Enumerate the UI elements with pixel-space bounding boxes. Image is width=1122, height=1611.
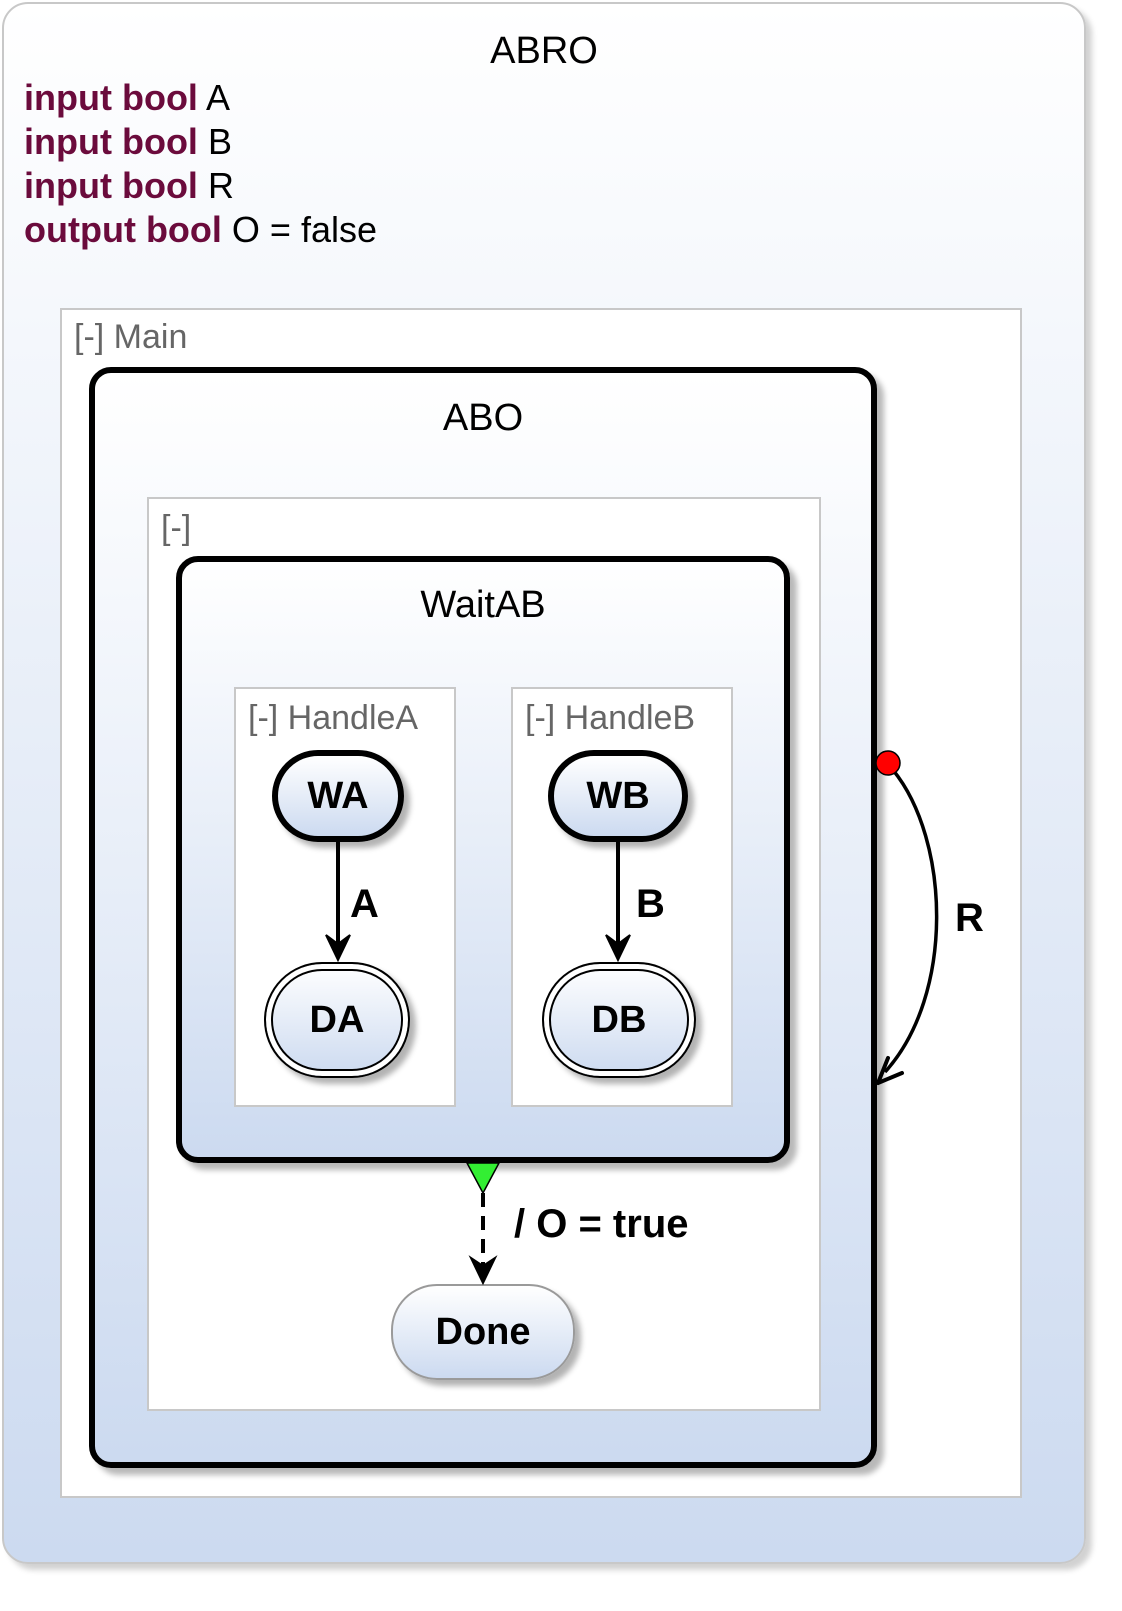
declaration-variable: A	[197, 77, 230, 118]
declaration-variable: R	[197, 165, 234, 206]
state-wb[interactable]: WB	[548, 750, 688, 842]
state-db-label: DB	[591, 998, 647, 1041]
state-done-label: Done	[435, 1310, 531, 1353]
state-wa[interactable]: WA	[272, 750, 404, 842]
state-db[interactable]: DB	[542, 962, 696, 1078]
state-wb-label: WB	[586, 774, 650, 817]
declaration-r: input bool R	[24, 164, 377, 208]
transition-waitab-done-label: / O = true	[514, 1202, 689, 1246]
transition-abort-r[interactable]	[875, 750, 939, 1085]
declaration-keyword: output bool	[24, 209, 222, 250]
declaration-keyword: input bool	[24, 165, 198, 206]
region-abo-inner-label[interactable]: [-]	[161, 509, 192, 547]
state-abro-title: ABRO	[490, 30, 598, 72]
region-handle-b-label[interactable]: [-] HandleB	[525, 699, 696, 737]
state-done[interactable]: Done	[391, 1284, 575, 1380]
declaration-keyword: input bool	[24, 121, 198, 162]
state-waitab-title: WaitAB	[420, 584, 546, 626]
transition-wa-da-label: A	[350, 882, 379, 926]
declaration-o: output bool O = false	[24, 208, 377, 252]
termination-marker-icon	[465, 1162, 501, 1195]
region-handle-a-label[interactable]: [-] HandleA	[248, 699, 419, 737]
declaration-b: input bool B	[24, 120, 377, 164]
strong-abort-marker-icon	[875, 750, 901, 776]
state-abo-title: ABO	[442, 397, 524, 439]
transition-abort-r-label: R	[955, 896, 984, 940]
state-wa-label: WA	[307, 774, 369, 817]
transition-wa-da[interactable]	[325, 842, 351, 963]
declaration-a: input bool A	[24, 76, 377, 120]
transition-wb-db[interactable]	[605, 842, 631, 963]
declarations: input bool A input bool B input bool R o…	[24, 76, 377, 252]
state-da[interactable]: DA	[264, 962, 410, 1078]
declaration-variable: O = false	[221, 209, 377, 250]
transition-waitab-done[interactable]	[465, 1162, 501, 1286]
transition-wb-db-label: B	[636, 882, 665, 926]
declaration-keyword: input bool	[24, 77, 198, 118]
state-da-label: DA	[309, 998, 365, 1041]
region-main-label[interactable]: [-] Main	[74, 318, 188, 356]
declaration-variable: B	[197, 121, 232, 162]
